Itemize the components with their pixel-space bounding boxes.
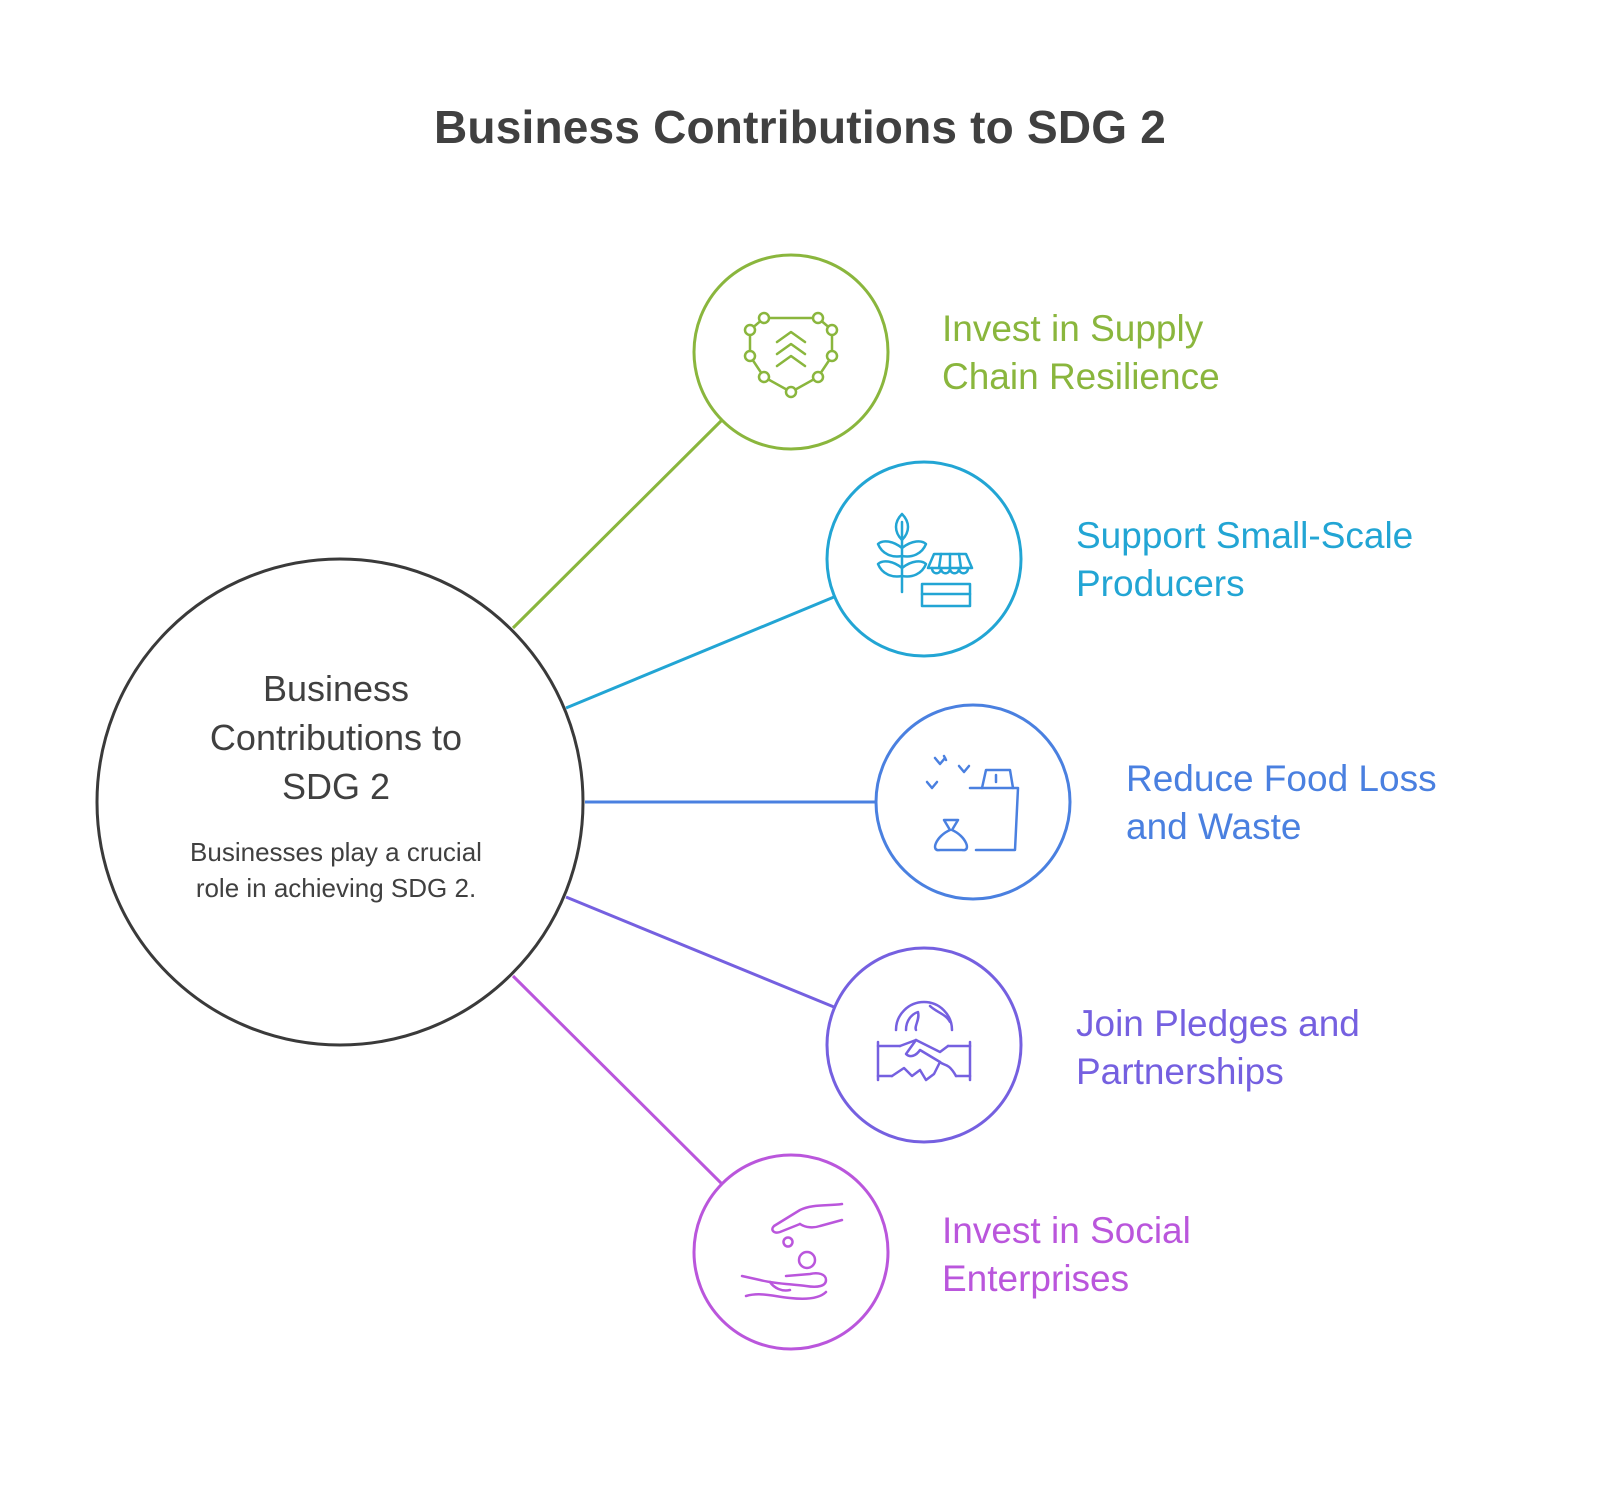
node-small-producers-circle [825,460,1023,658]
connector-pledges [565,895,835,1009]
node-social [692,1153,890,1351]
node-supply-chain [692,253,890,451]
node-supply-chain-circle [692,253,890,451]
wheat-market-stall-icon [876,512,974,608]
node-food-waste-circle [874,703,1072,901]
node-food-waste [874,703,1072,901]
node-label-social: Invest in Social Enterprises [942,1210,1191,1299]
hand-giving-coins-icon [740,1202,844,1300]
connector-social [511,974,724,1186]
node-label-pledges: Join Pledges and Partnerships [1076,1003,1360,1092]
hub-title: Business Contributions to SDG 2 [209,668,463,807]
node-small-producers [825,460,1023,658]
node-label-small-producers: Support Small-Scale Producers [1076,515,1414,604]
node-pledges [825,946,1023,1144]
hub-circle [95,557,585,1047]
node-label-supply-chain: Invest in Supply Chain Resilience [942,308,1220,397]
connector-supply-chain [511,418,724,630]
food-bag-container-icon [925,754,1020,852]
connector-small-producers [565,595,835,710]
globe-handshake-icon [876,1000,972,1082]
node-label-food-waste: Reduce Food Loss and Waste [1126,758,1437,847]
node-social-circle [692,1153,890,1351]
supply-chain-network-icon [743,311,839,399]
hub-description: Businesses play a crucial role in achiev… [190,837,482,903]
page-title: Business Contributions to SDG 2 [433,101,1167,153]
